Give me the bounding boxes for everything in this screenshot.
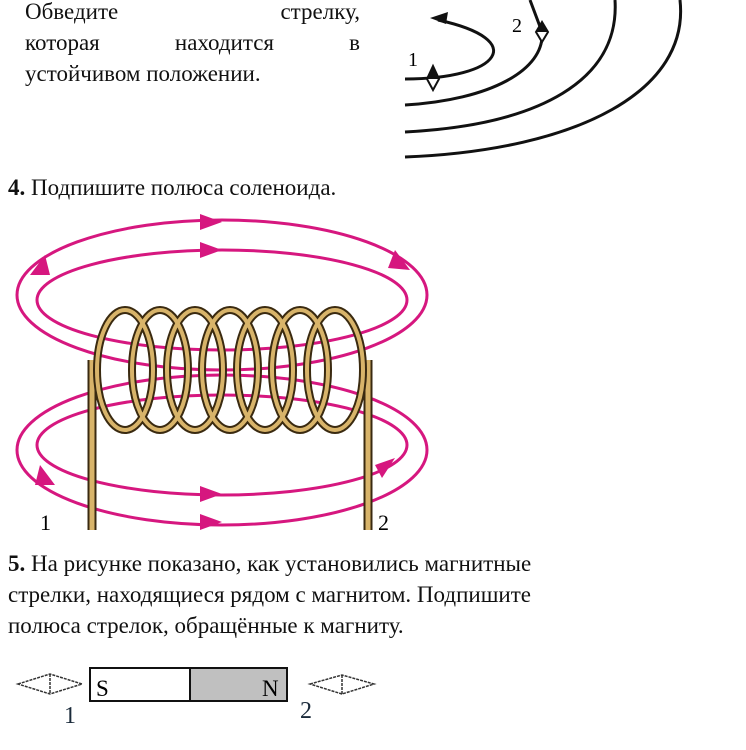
terminal-label-1: 1: [40, 510, 51, 535]
question-4-text: 4. Подпишите полюса соленоида.: [8, 172, 336, 203]
compass-needle-2[interactable]: [307, 674, 377, 695]
terminal-label-2: 2: [378, 510, 389, 535]
question-5-text: 5. На рисунке показано, как установились…: [8, 548, 746, 641]
q3-line: устойчивом положении.: [25, 61, 261, 86]
magnet-figure: S N 1 2: [15, 667, 377, 729]
q5-line: полюса стрелок, обращённые к магниту.: [8, 613, 404, 638]
solenoid-figure: 1 2: [15, 214, 429, 535]
magnet-s-label: S: [96, 676, 109, 701]
field-line: [404, 18, 495, 81]
compass-needle-1[interactable]: [15, 673, 85, 695]
question-3-text: Обведите стрелку, которая находится в ус…: [25, 0, 360, 89]
needle-label-2: 2: [300, 698, 312, 724]
needle-label-1: 1: [408, 49, 418, 71]
q5-line: стрелки, находящиеся рядом с магнитом. П…: [8, 582, 531, 607]
needle-label-1: 1: [64, 703, 76, 729]
q3-line: Обведите стрелку,: [25, 0, 360, 24]
magnet-south: [89, 667, 191, 702]
question-number: 4.: [8, 175, 26, 200]
solenoid-coil: [95, 308, 365, 432]
q3-line: которая находится в: [25, 30, 360, 55]
magnet-n-label: N: [262, 676, 279, 701]
question-number: 5.: [8, 551, 26, 576]
arrowhead-icon: [430, 12, 448, 24]
field-line: [404, 0, 683, 159]
needle-label-2: 2: [512, 15, 522, 37]
question-text: Подпишите полюса соленоида.: [31, 175, 337, 200]
field-lines-figure: 1 2: [404, 0, 683, 159]
q5-line: На рисунке показано, как установились ма…: [31, 551, 532, 576]
field-line: [404, 0, 617, 134]
magnet-north: [189, 667, 288, 702]
